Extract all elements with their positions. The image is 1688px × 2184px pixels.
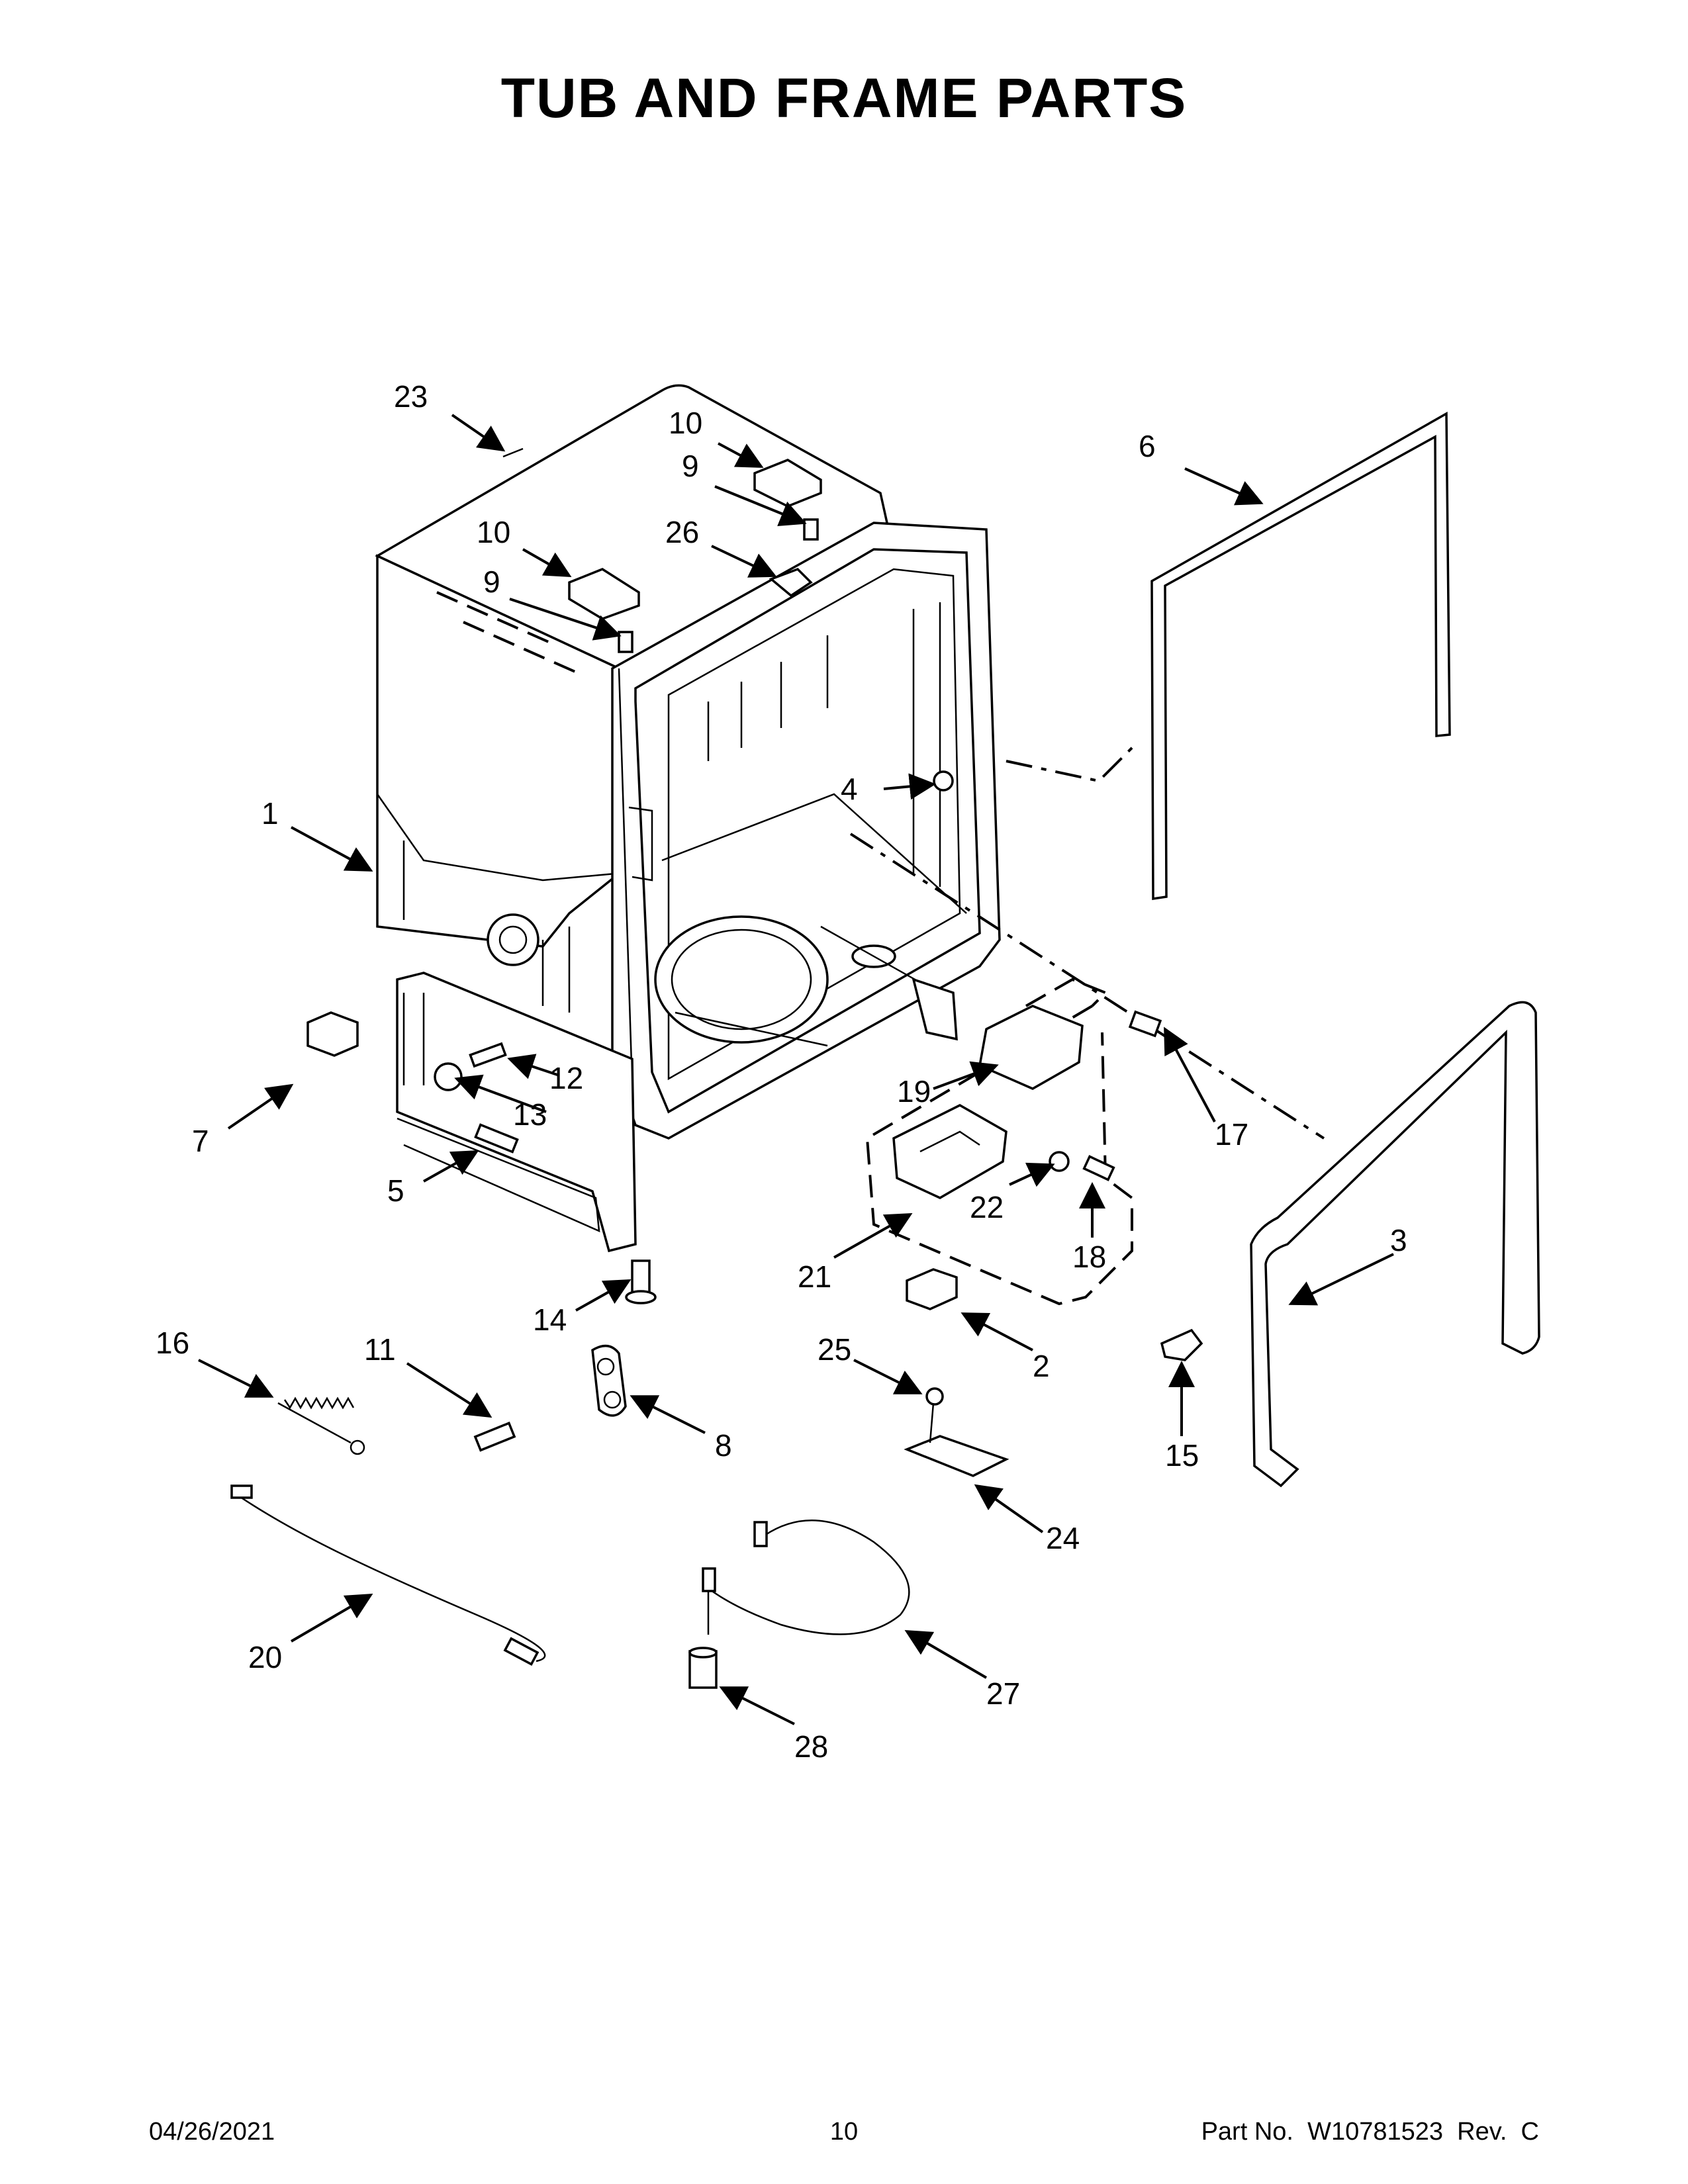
small-parts-drawings (230, 770, 1203, 1689)
callout-1: 1 (261, 796, 279, 831)
tub-gasket-bottom-drawing (1250, 1001, 1540, 1488)
callout-4: 4 (841, 772, 858, 806)
callout-16: 16 (156, 1326, 189, 1360)
callout-6: 6 (1139, 429, 1156, 463)
callout-13: 13 (513, 1097, 547, 1132)
callout-10a: 10 (669, 406, 702, 440)
callout-labels: 1 2 3 4 5 6 7 8 9 9 10 10 11 12 13 14 15… (156, 379, 1407, 1764)
callout-23: 23 (394, 379, 428, 414)
callout-11: 11 (364, 1332, 396, 1367)
callout-9b: 9 (483, 565, 500, 599)
callout-21: 21 (798, 1259, 831, 1294)
callout-20: 20 (248, 1640, 282, 1674)
callout-18: 18 (1072, 1240, 1106, 1274)
callout-leader-lines (198, 414, 1394, 1725)
callout-8: 8 (715, 1428, 732, 1463)
tub-assembly-drawing (375, 384, 1325, 1140)
callout-10b: 10 (477, 515, 510, 549)
callout-22: 22 (970, 1190, 1004, 1224)
footer-page-number: 10 (829, 2118, 859, 2146)
callout-7: 7 (192, 1124, 209, 1158)
callout-3: 3 (1390, 1223, 1407, 1257)
callout-14: 14 (533, 1302, 567, 1337)
callout-9a: 9 (682, 449, 699, 483)
page-title: TUB AND FRAME PARTS (500, 67, 1188, 129)
door-gasket-top-drawing (1150, 412, 1451, 901)
callout-27: 27 (986, 1676, 1020, 1711)
callout-24: 24 (1046, 1521, 1080, 1555)
callout-5: 5 (387, 1173, 404, 1208)
callout-2: 2 (1033, 1349, 1050, 1383)
callout-28: 28 (794, 1729, 828, 1764)
footer-part-number: Part No. W10781523 Rev. C (1201, 2118, 1539, 2146)
switch-assembly-group-outline (865, 978, 1133, 1306)
callout-19: 19 (897, 1074, 931, 1109)
callout-17: 17 (1215, 1117, 1248, 1152)
base-frame-drawing (396, 972, 958, 1253)
callout-25: 25 (818, 1332, 851, 1367)
footer-date: 04/26/2021 (149, 2118, 275, 2146)
callout-15: 15 (1165, 1438, 1199, 1473)
callout-12: 12 (549, 1061, 583, 1095)
callout-26: 26 (665, 515, 699, 549)
